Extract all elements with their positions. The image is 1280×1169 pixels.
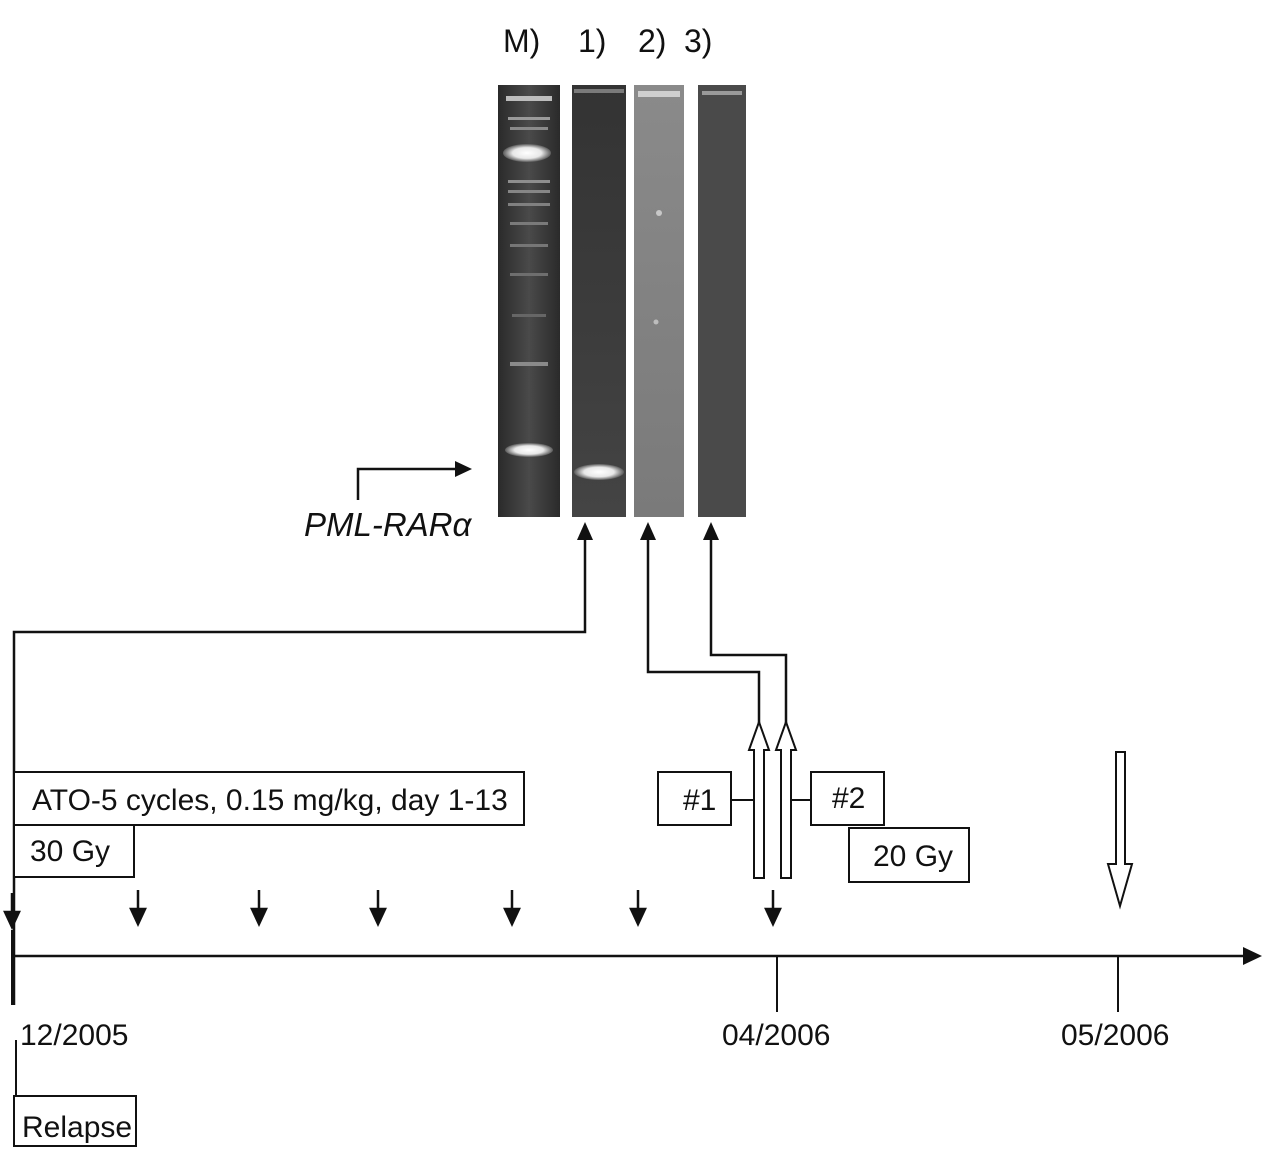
transplant-1-arrow (747, 719, 771, 879)
tx2-box (810, 771, 885, 826)
gy20-label: 20 Gy (873, 840, 953, 873)
date-04-2006: 04/2006 (722, 1019, 830, 1052)
ato-box (13, 771, 525, 826)
relapse-label: Relapse (22, 1111, 132, 1144)
pml-rara-band (574, 464, 624, 480)
pml-rara-pointer (356, 467, 458, 500)
transplant-arrows (747, 719, 798, 879)
followup-down-arrow (1106, 751, 1134, 910)
connector-arrowheads (577, 522, 719, 540)
connector-lane-2 (646, 537, 761, 725)
tx1-label: #1 (683, 784, 716, 817)
date-05-2006: 05/2006 (1061, 1019, 1169, 1052)
gel-image (498, 85, 746, 517)
annotation-boxes: ATO-5 cycles, 0.15 mg/kg, day 1-13 30 Gy… (13, 771, 970, 883)
gel-lane-1 (572, 85, 626, 517)
relapse-box (13, 1095, 137, 1147)
gy30-box (13, 824, 135, 878)
gel-lane-3 (698, 85, 746, 517)
transplant-2-arrow (774, 719, 798, 879)
gy20-box (848, 827, 970, 883)
lane-label-1: 1) (578, 23, 606, 59)
gy30-label: 30 Gy (30, 835, 110, 868)
pml-rara-arrowhead (455, 461, 472, 477)
lane-label-3: 3) (684, 23, 712, 59)
gel-lane-2 (634, 85, 684, 517)
timeline-axis (11, 930, 1262, 1012)
lane-labels: M) 1) 2) 3) (503, 23, 712, 59)
connector-lane-3 (709, 537, 788, 725)
cycle-arrows (3, 890, 782, 930)
ato-label: ATO-5 cycles, 0.15 mg/kg, day 1-13 (32, 784, 508, 817)
tx2-label: #2 (832, 782, 865, 815)
date-12-2005: 12/2005 (20, 1019, 128, 1052)
lane-label-2: 2) (638, 23, 666, 59)
lane-label-m: M) (503, 23, 540, 59)
marker-ladder-bands (503, 96, 553, 457)
pml-rara-annotation: PML-RARα (304, 461, 473, 543)
tx1-box (657, 771, 732, 826)
pml-rara-label: PML-RARα (304, 506, 473, 543)
timeline-arrowhead (1243, 947, 1262, 965)
